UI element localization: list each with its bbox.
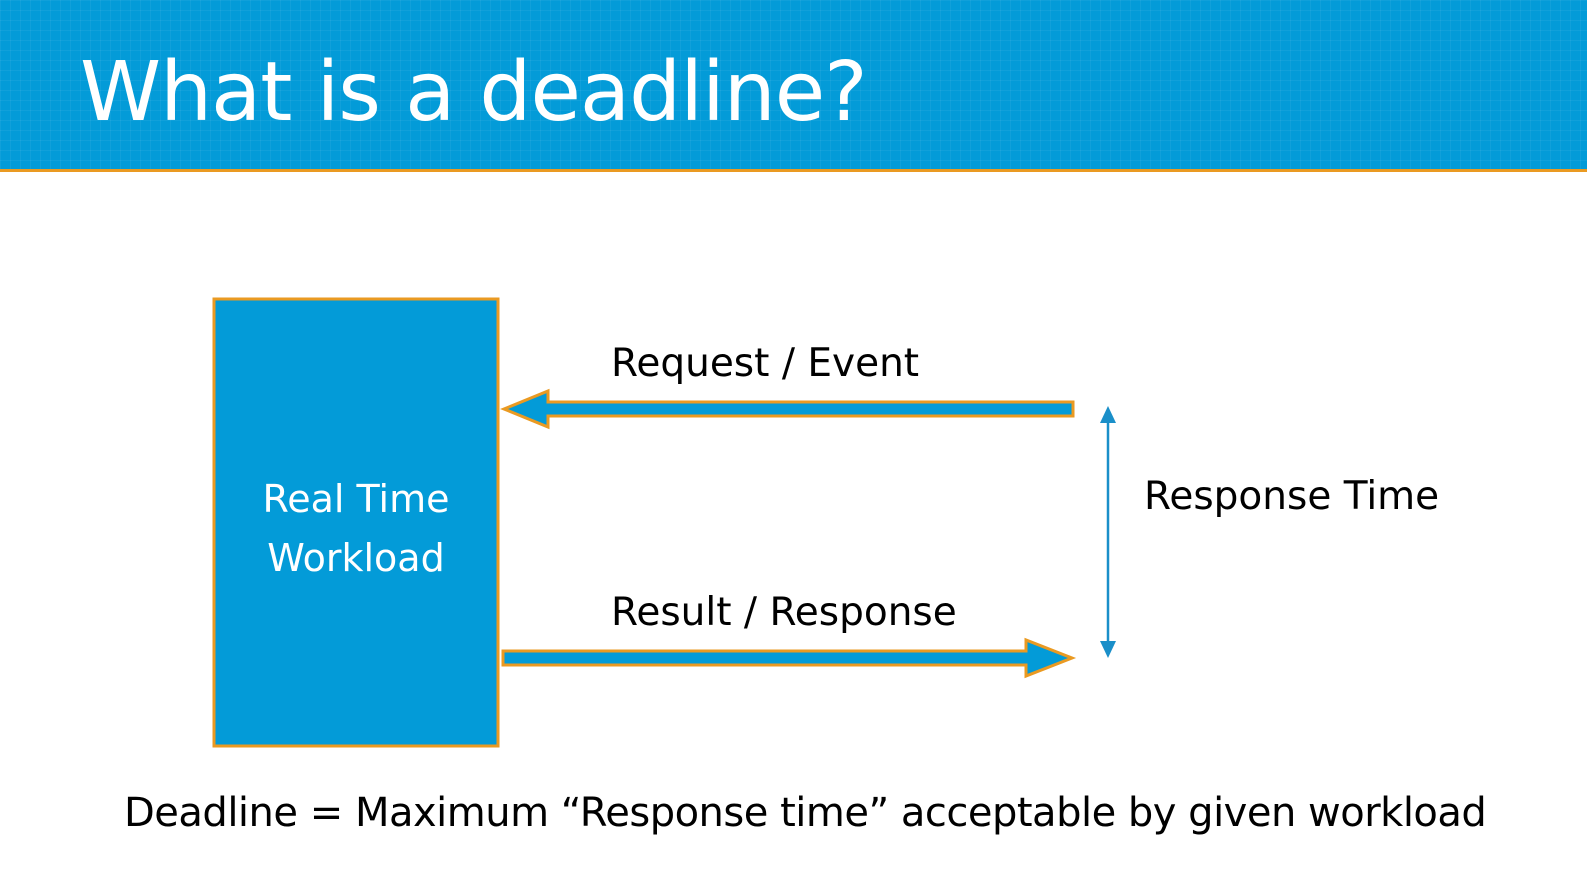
workload-box-label: Real Time Workload bbox=[214, 470, 498, 588]
workload-label-line2: Workload bbox=[267, 536, 445, 580]
deadline-definition: Deadline = Maximum “Response time” accep… bbox=[124, 790, 1487, 836]
title-bar: What is a deadline? bbox=[0, 0, 1587, 172]
request-event-label: Request / Event bbox=[611, 341, 920, 386]
slide-title: What is a deadline? bbox=[80, 45, 868, 140]
response-time-label: Response Time bbox=[1144, 474, 1440, 519]
result-response-label: Result / Response bbox=[611, 590, 957, 635]
result-arrow bbox=[501, 637, 1077, 679]
response-time-arrow bbox=[1100, 406, 1116, 658]
workload-box bbox=[212, 297, 500, 748]
workload-label-line1: Real Time bbox=[262, 477, 450, 521]
request-arrow bbox=[500, 388, 1075, 430]
